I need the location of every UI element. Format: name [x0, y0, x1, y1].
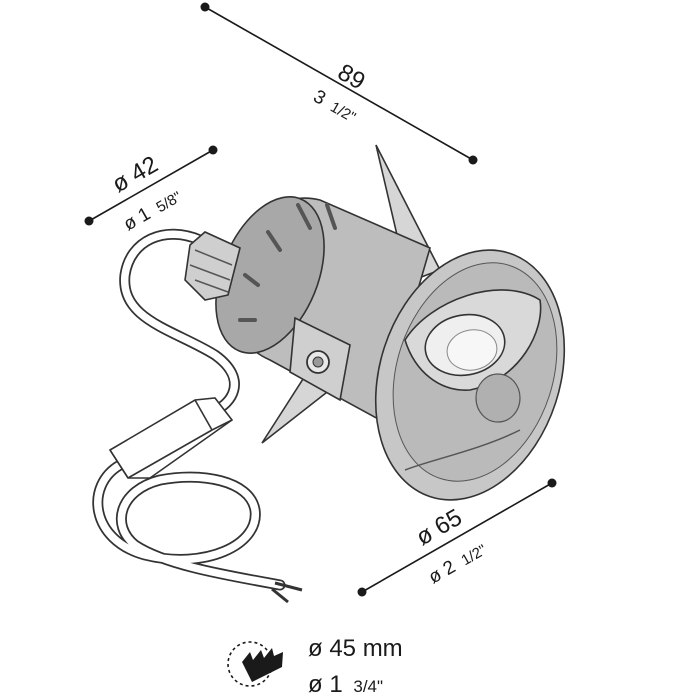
gland-imperial-fraction: 5/8" [153, 188, 184, 216]
face-imperial-whole: ø 2 [425, 556, 459, 588]
face-plate [374, 249, 566, 501]
face-metric-label: ø 65 [412, 504, 467, 551]
length-dimension: 89 3 1/2" [200, 2, 478, 165]
cable-gland [184, 231, 241, 301]
gland-endpoint-start [84, 216, 94, 226]
inline-connector [108, 397, 234, 479]
gland-dimension-line [88, 149, 214, 222]
face-dimension-line [361, 482, 553, 593]
length-endpoint-start [200, 2, 210, 12]
wire-end-1 [274, 581, 303, 592]
hole-saw-icon [227, 641, 283, 687]
face-imperial-fraction: 1/2" [458, 541, 489, 569]
length-endpoint-end [468, 155, 478, 165]
gland-metric-label: ø 42 [108, 151, 163, 198]
svg-text:ø 1 5/8": ø 1 5/8" [120, 186, 185, 235]
wire-end-2 [271, 587, 289, 604]
length-imperial-fraction: 1/2" [327, 99, 358, 127]
svg-text:ø 1 3/4": ø 1 3/4" [308, 671, 383, 698]
hole-cutout-imperial-fraction: 3/4" [353, 677, 383, 696]
hole-cutout-metric: ø 45 mm [308, 635, 403, 662]
face-endpoint-start [357, 587, 367, 597]
hole-cutout-imperial-whole: ø 1 [308, 671, 343, 698]
length-imperial-whole: 3 [310, 86, 330, 109]
gland-imperial-whole: ø 1 [120, 203, 154, 235]
length-dimension-line [204, 6, 474, 161]
housing-body [215, 196, 431, 422]
svg-text:ø 2 1/2": ø 2 1/2" [425, 539, 490, 588]
gland-endpoint-end [208, 145, 218, 155]
face-endpoint-end [547, 478, 557, 488]
length-metric-label: 89 [333, 59, 370, 96]
hole-cutout-spec: ø 45 mm ø 1 3/4" [227, 635, 403, 698]
power-cable [92, 228, 303, 604]
gland-dimension: ø 42 ø 1 5/8" [84, 145, 218, 235]
